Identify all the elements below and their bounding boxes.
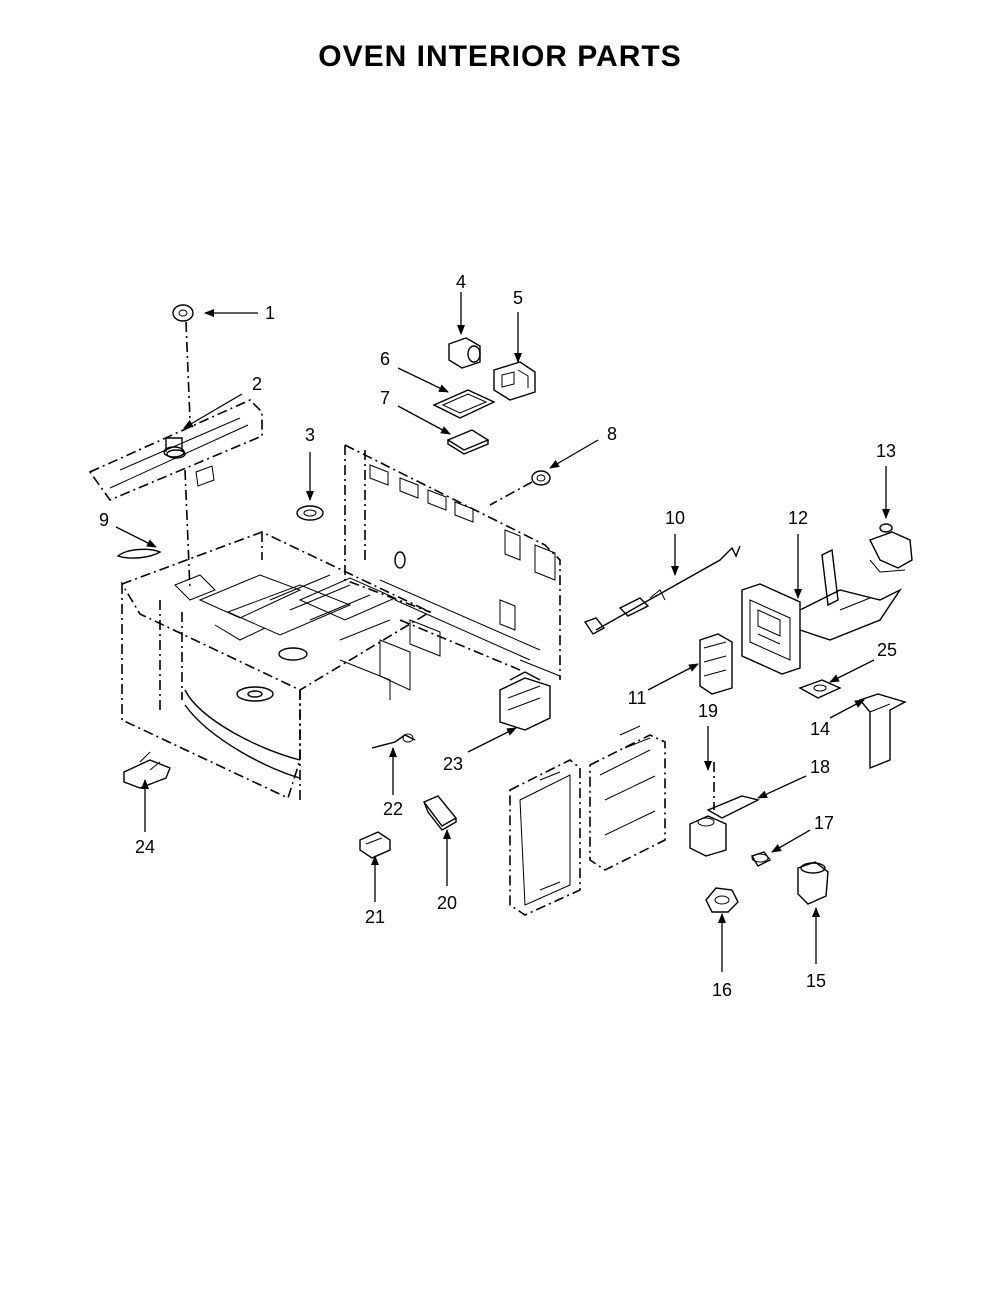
part-16 [705,887,739,913]
leader-lines [115,292,890,972]
part-9 [116,548,162,559]
part-7 [446,429,490,455]
callout-3: 3 [305,425,315,445]
part-11 [699,633,733,695]
oven-cavity-assembly [88,399,441,800]
part-5 [493,361,536,401]
page-title: OVEN INTERIOR PARTS [318,40,682,73]
part-14 [858,693,907,770]
control-panel-assembly [509,725,666,916]
callout-11: 11 [628,688,647,708]
callout-5: 5 [513,288,523,308]
callout-22: 22 [383,799,403,819]
part-3 [296,505,324,521]
callout-24: 24 [135,837,155,857]
callout-10: 10 [665,508,685,528]
part-1 [172,304,194,421]
callout-23: 23 [443,754,463,774]
part-8 [489,470,551,506]
part-25 [798,679,842,699]
part-10 [583,545,741,635]
part-17 [750,851,772,867]
part-12 [741,548,903,675]
callout-17: 17 [814,813,834,833]
callout-4: 4 [456,272,466,292]
callout-7: 7 [380,388,390,408]
part-22 [371,733,416,749]
callout-20: 20 [437,893,457,913]
part-4 [448,337,481,369]
callout-18: 18 [810,757,830,777]
callout-12: 12 [788,508,808,528]
part-24 [123,751,171,789]
callout-15: 15 [806,971,826,991]
part-6 [432,389,496,419]
callout-21: 21 [365,907,385,927]
oven-rear-panel [344,444,561,680]
part-18-19 [689,762,761,857]
callout-9: 9 [99,510,109,530]
callout-25: 25 [877,640,897,660]
part-20 [422,795,458,831]
callout-8: 8 [607,424,617,444]
part-13 [869,523,913,573]
callout-2: 2 [252,374,262,394]
part-2 [166,449,186,459]
part-23 [499,671,551,731]
callout-16: 16 [712,980,732,1000]
callout-19: 19 [698,701,718,721]
part-15 [797,861,829,905]
callout-13: 13 [876,441,896,461]
part-21 [359,831,391,859]
callout-labels: 1 2 3 4 5 6 7 8 9 10 11 12 13 14 15 16 1… [99,272,897,1000]
callout-1: 1 [265,303,275,323]
callout-6: 6 [380,349,390,369]
callout-14: 14 [810,719,830,739]
